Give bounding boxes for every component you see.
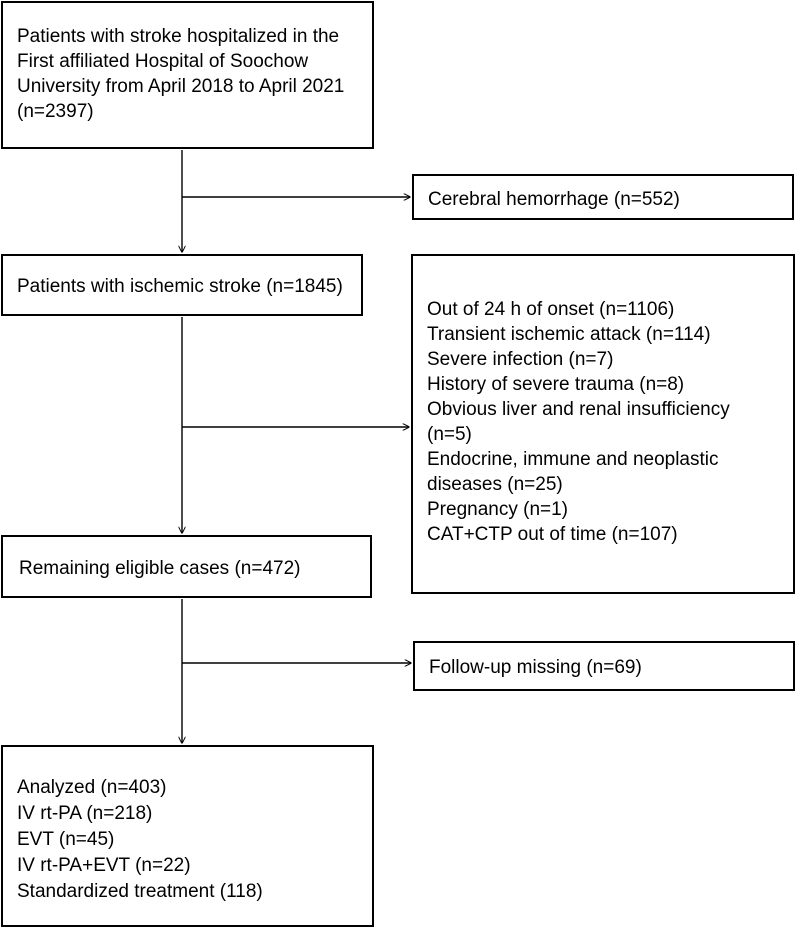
exclusion-line: History of severe trauma (n=8)	[427, 374, 685, 395]
enrolled-patients-box: Patients with stroke hospitalized in the…	[1, 1, 374, 149]
follow-up-missing-box: Follow-up missing (n=69)	[413, 641, 795, 691]
eligible-cases-text: Remaining eligible cases (n=472)	[19, 558, 301, 579]
analyzed-line: IV rt-PA+EVT (n=22)	[17, 855, 191, 876]
analyzed-line: Analyzed (n=403)	[17, 777, 167, 798]
analyzed-line: EVT (n=45)	[17, 829, 115, 850]
ischemic-stroke-box: Patients with ischemic stroke (n=1845)	[1, 254, 363, 316]
exclusion-line: (n=5)	[427, 424, 472, 445]
exclusion-line: CAT+CTP out of time (n=107)	[427, 524, 678, 545]
exclusion-line: Endocrine, immune and neoplastic	[427, 449, 719, 470]
exclusion-line: Pregnancy (n=1)	[427, 499, 568, 520]
analyzed-box: Analyzed (n=403) IV rt-PA (n=218) EVT (n…	[1, 745, 374, 927]
ischemic-stroke-text: Patients with ischemic stroke (n=1845)	[17, 276, 343, 297]
enrolled-line: Patients with stroke hospitalized in the	[17, 26, 340, 47]
enrolled-line: (n=2397)	[17, 101, 94, 122]
exclusion-criteria-box: Out of 24 h of onset (n=1106) Transient …	[411, 254, 795, 594]
enrolled-line: University from April 2018 to April 2021	[17, 76, 345, 97]
enrolled-line: First affiliated Hospital of Soochow	[17, 51, 309, 72]
exclusion-line: Obvious liver and renal insufficiency	[427, 399, 730, 420]
cerebral-hemorrhage-text: Cerebral hemorrhage (n=552)	[428, 189, 680, 210]
exclusion-line: Severe infection (n=7)	[427, 349, 614, 370]
cerebral-hemorrhage-box: Cerebral hemorrhage (n=552)	[412, 174, 794, 220]
exclusion-line: diseases (n=25)	[427, 474, 563, 495]
follow-up-missing-text: Follow-up missing (n=69)	[429, 657, 642, 678]
analyzed-line: Standardized treatment (118)	[17, 881, 263, 902]
exclusion-line: Transient ischemic attack (n=114)	[427, 324, 711, 345]
exclusion-line: Out of 24 h of onset (n=1106)	[427, 299, 675, 320]
eligible-cases-box: Remaining eligible cases (n=472)	[1, 535, 372, 598]
analyzed-line: IV rt-PA (n=218)	[17, 803, 153, 824]
